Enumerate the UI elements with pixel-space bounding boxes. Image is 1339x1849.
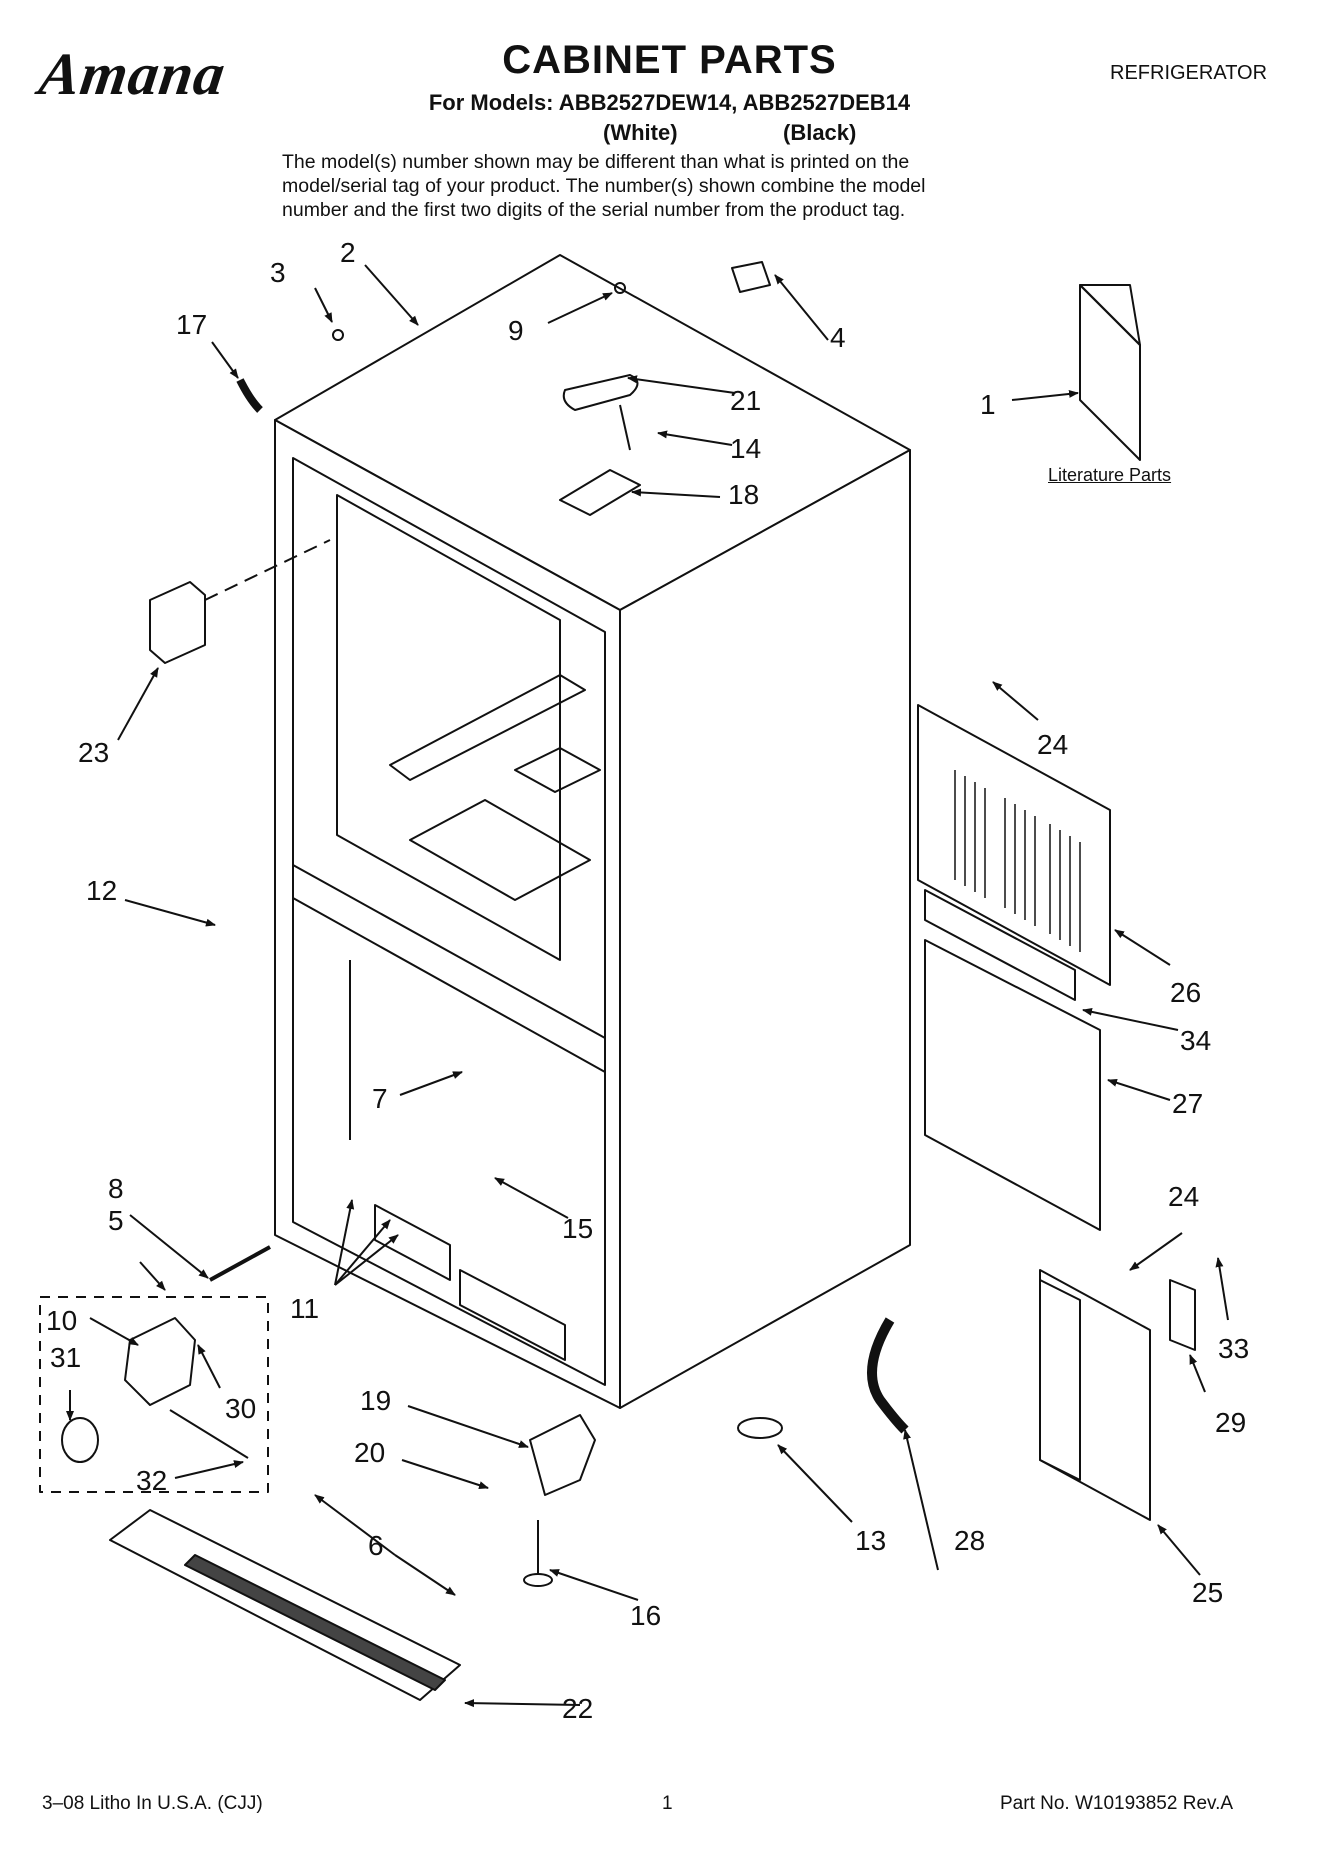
callout-22: 22 xyxy=(562,1693,593,1724)
callout-15: 15 xyxy=(562,1213,593,1244)
toe-grille xyxy=(109,1509,461,1701)
tube-part-17 xyxy=(236,378,263,413)
callout-23: 23 xyxy=(78,737,109,768)
literature-parts-label: Literature Parts xyxy=(1048,465,1172,485)
footer-page-number: 1 xyxy=(662,1793,673,1814)
category-label: REFRIGERATOR xyxy=(1110,62,1268,84)
rear-access-panel xyxy=(917,704,1111,986)
disclaimer-text: The model(s) number shown may be differe… xyxy=(282,150,1082,222)
footer-litho: 3–08 Litho In U.S.A. (CJJ) xyxy=(42,1793,263,1814)
electrical-box xyxy=(1039,1269,1151,1521)
control-box xyxy=(149,539,331,664)
callout-34: 34 xyxy=(1180,1025,1211,1056)
insulation-strip xyxy=(924,889,1076,1001)
models-line: For Models: ABB2527DEW14, ABB2527DEB14 xyxy=(428,90,911,115)
callout-numbers: 1 2 3 4 5 6 7 8 9 10 11 12 13 14 15 16 1… xyxy=(46,237,1249,1724)
callout-24-lower: 24 xyxy=(1168,1181,1199,1212)
literature-booklet xyxy=(1079,284,1141,461)
color-white-label: (White) xyxy=(603,120,678,145)
disclaimer-line: The model(s) number shown may be differe… xyxy=(282,151,910,173)
callout-29: 29 xyxy=(1215,1407,1246,1438)
callout-30: 30 xyxy=(225,1393,256,1424)
lower-hinge-bracket xyxy=(529,1414,596,1496)
roller-assembly xyxy=(61,1317,249,1463)
callout-6: 6 xyxy=(368,1530,384,1561)
callout-31: 31 xyxy=(50,1342,81,1373)
callout-3: 3 xyxy=(270,257,286,288)
disclaimer-line: model/serial tag of your product. The nu… xyxy=(282,175,926,197)
leveling-leg xyxy=(523,1520,553,1587)
callout-16: 16 xyxy=(630,1600,661,1631)
callout-8: 8 xyxy=(108,1173,124,1204)
screw-part-8 xyxy=(209,1245,271,1282)
callout-32: 32 xyxy=(136,1465,167,1496)
callout-5: 5 xyxy=(108,1205,124,1236)
callout-1: 1 xyxy=(980,389,996,420)
callout-9: 9 xyxy=(508,315,524,346)
lower-cover-panel xyxy=(924,939,1101,1231)
bracket-part-29 xyxy=(1169,1279,1196,1351)
callout-7: 7 xyxy=(372,1083,388,1114)
callout-13: 13 xyxy=(855,1525,886,1556)
drain-tube xyxy=(867,1317,909,1434)
callout-27: 27 xyxy=(1172,1088,1203,1119)
callout-10: 10 xyxy=(46,1305,77,1336)
callout-33: 33 xyxy=(1218,1333,1249,1364)
callout-18: 18 xyxy=(728,479,759,510)
callout-28: 28 xyxy=(954,1525,985,1556)
disclaimer-line: number and the first two digits of the s… xyxy=(282,199,906,221)
color-black-label: (Black) xyxy=(783,120,857,145)
callout-11: 11 xyxy=(290,1293,319,1324)
callout-4: 4 xyxy=(830,322,846,353)
callout-14: 14 xyxy=(730,433,761,464)
callout-leaders xyxy=(66,264,1229,1708)
cap-part-4 xyxy=(731,261,771,293)
callout-25: 25 xyxy=(1192,1577,1223,1608)
callout-12: 12 xyxy=(86,875,117,906)
footer-part-number: Part No. W10193852 Rev.A xyxy=(1000,1793,1234,1814)
cabinet-body xyxy=(274,254,911,1409)
roller-assembly-group xyxy=(39,1296,269,1493)
callout-21: 21 xyxy=(730,385,761,416)
callout-24-upper: 24 xyxy=(1037,729,1068,760)
callout-17: 17 xyxy=(176,309,207,340)
foot-pad xyxy=(737,1417,783,1439)
callout-20: 20 xyxy=(354,1437,385,1468)
page-title: CABINET PARTS xyxy=(502,38,837,82)
callout-2: 2 xyxy=(340,237,356,268)
callout-19: 19 xyxy=(360,1385,391,1416)
callout-26: 26 xyxy=(1170,977,1201,1008)
